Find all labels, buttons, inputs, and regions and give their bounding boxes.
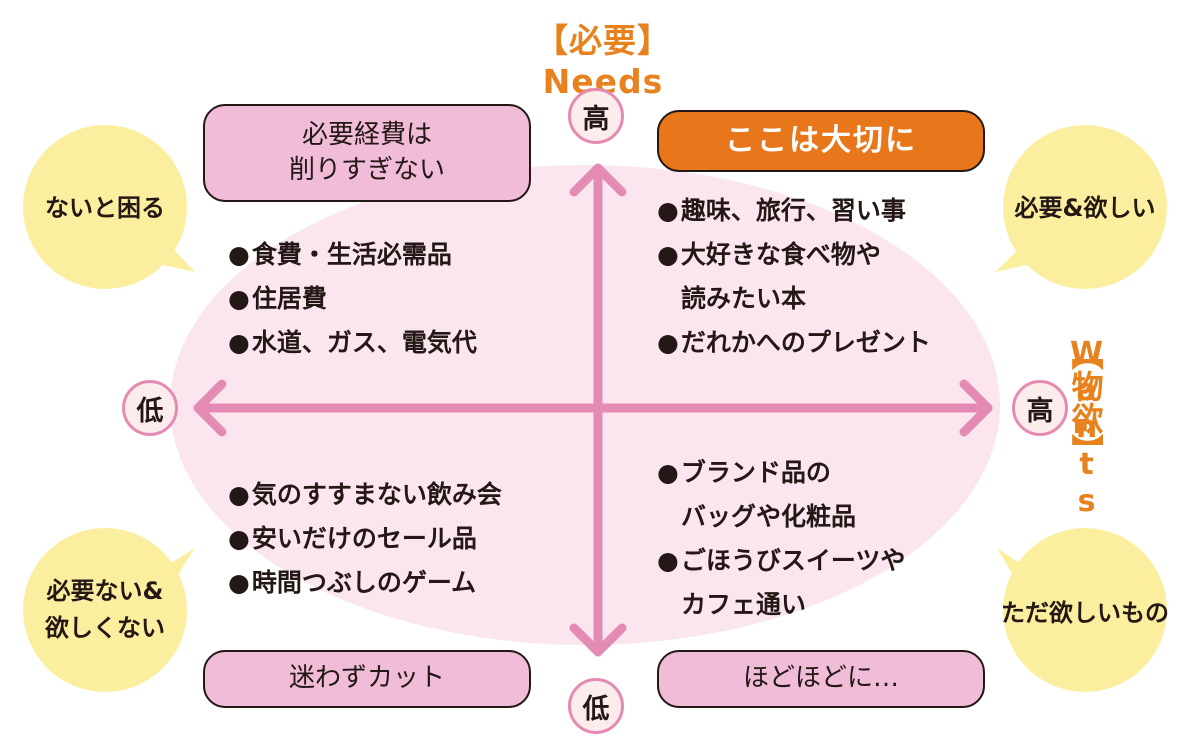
list-item: 水道、ガス、電気代 [228,321,477,365]
quadrant-list-bottom-right: ブランド品の バッグや化粧品 ごほうびスイーツや カフェ通い [657,451,906,627]
axis-level-left: 低 [122,380,178,436]
quadrant-header-bottom-left: 迷わずカット [203,650,531,708]
list-item: 時間つぶしのゲーム [228,561,502,605]
quadrant-header-top-right: ここは大切に [657,110,985,172]
list-item: 食費・生活必需品 [228,233,477,277]
wants-axis-title: 【物欲】 [1066,338,1105,466]
list-item: ごほうびスイーツや [657,539,906,583]
list-item: ブランド品の [657,451,905,495]
bubble-bottom-left: 必要ない& 欲しくない [45,577,165,643]
axis-level-bottom: 低 [568,678,624,734]
bubble-bottom-right: ただ欲しいもの [1001,599,1169,627]
list-item: 読みたい本 [681,284,807,313]
bubble-shape-top-left [23,125,195,289]
list-item: だれかへのプレゼント [657,321,931,365]
needs-axis-title: 【必要】Needs [535,21,671,101]
horizontal-axis-arrow [193,379,993,437]
quadrant-list-top-right: 趣味、旅行、習い事 大好きな食べ物や 読みたい本 だれかへのプレゼント [657,189,931,365]
bubble-top-left: ないと困る [45,194,165,222]
list-item: 住居費 [228,277,477,321]
bubble-shape-top-right [995,125,1167,289]
list-item: 大好きな食べ物や [657,233,931,277]
wants-axis-title-kanji: 【物欲】 [1066,338,1105,466]
bubble-top-right: 必要&欲しい [1014,194,1156,222]
quadrant-list-top-left: 食費・生活必需品 住居費 水道、ガス、電気代 [228,233,477,365]
axis-level-top: 高 [568,88,624,144]
axis-level-right: 高 [1012,380,1068,436]
list-item: カフェ通い [681,590,807,619]
list-item: バッグや化粧品 [681,502,857,531]
list-item: 気のすすまない飲み会 [228,473,502,517]
quadrant-header-bottom-right: ほどほどに… [657,650,985,708]
list-item: 安いだけのセール品 [228,517,502,561]
list-item: 趣味、旅行、習い事 [657,189,931,233]
bubble-shape-bottom-right [997,528,1167,692]
wants-axis-title-latin: Wants [1069,336,1104,521]
quadrant-list-bottom-left: 気のすすまない飲み会 安いだけのセール品 時間つぶしのゲーム [228,473,502,605]
bubble-shape-bottom-left [23,528,195,692]
quadrant-header-top-left: 必要経費は 削りすぎない [203,104,531,202]
